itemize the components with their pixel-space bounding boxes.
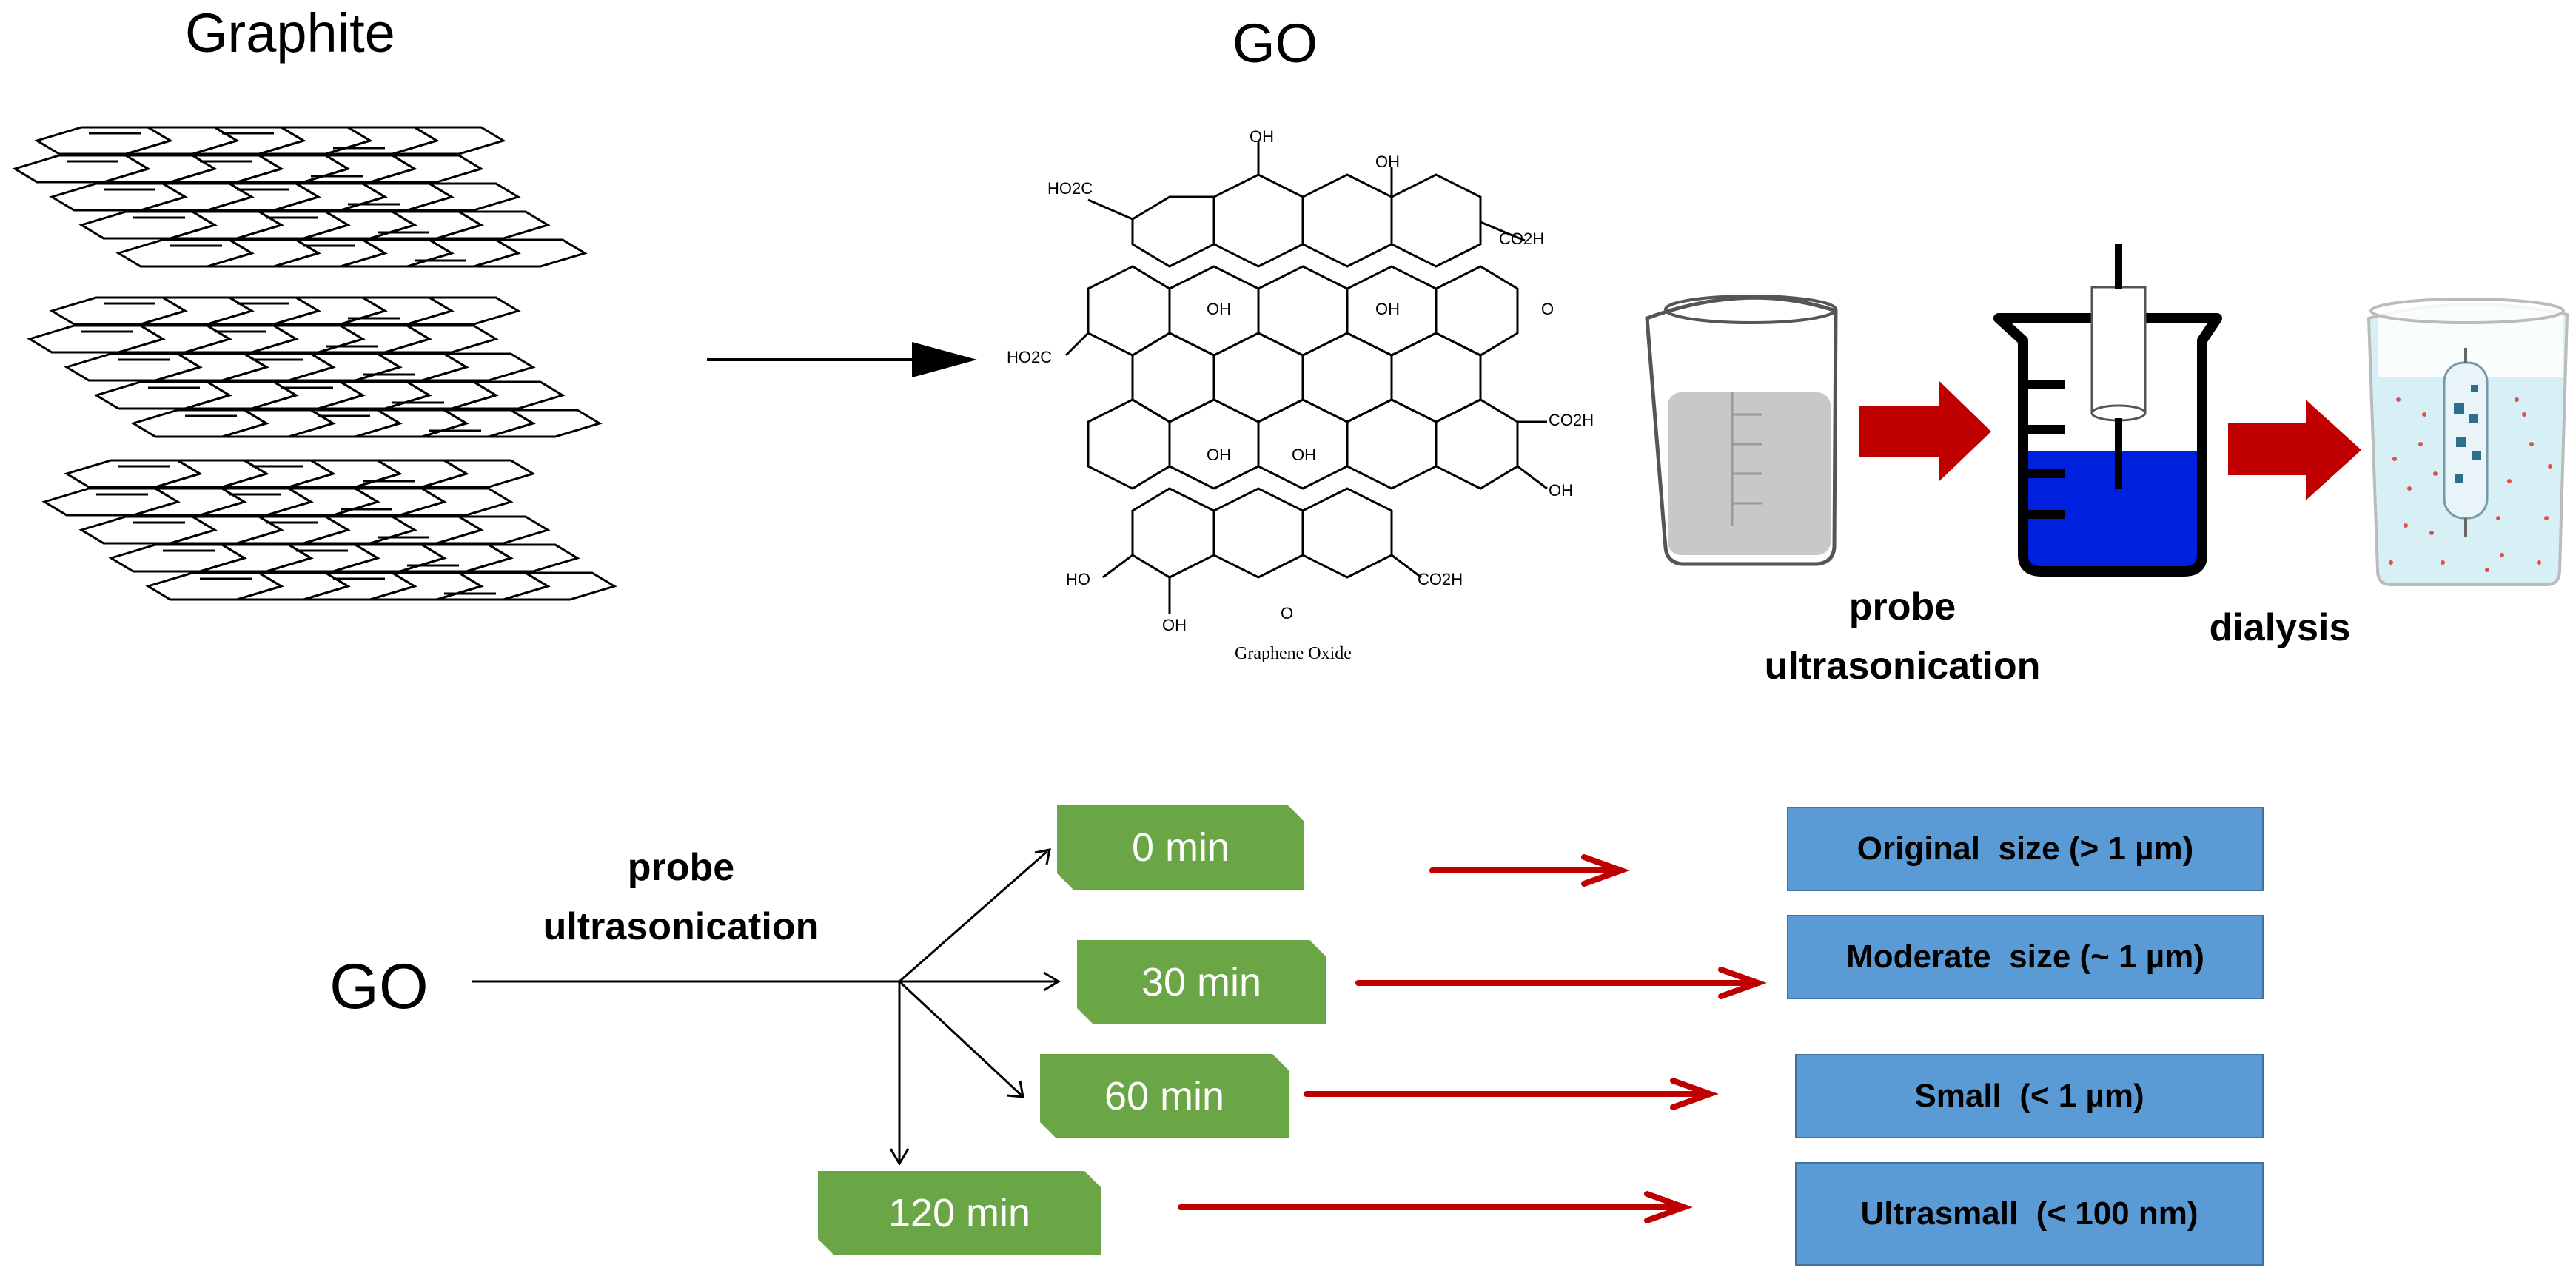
probe-label-bottom-line2: ultrasonication [543, 905, 819, 948]
red-arrow-2 [2228, 400, 2361, 500]
time-box-30-min: 30 min [1077, 940, 1326, 1024]
graphene-oxide-caption: Graphene Oxide [1235, 644, 1352, 663]
chem-oh-5: OH [1207, 446, 1231, 464]
arrow-graphite-to-go [707, 342, 977, 377]
chem-oh-4: OH [1375, 300, 1400, 318]
size-box-ultrasmall: Ultrasmall (< 100 nm) [1795, 1162, 2264, 1266]
graphite-title: Graphite [185, 2, 395, 64]
probe-label-top-line1: probe [1848, 585, 1956, 628]
size-box-small: Small (< 1 µm) [1795, 1054, 2264, 1138]
chem-co2h-1: CO2H [1499, 229, 1544, 248]
chem-oh-6: OH [1292, 446, 1316, 464]
beaker-dialysis-illustration [2367, 298, 2569, 586]
graphite-sheet-2 [30, 298, 600, 437]
beaker-probe-sonication-illustration [1993, 244, 2222, 577]
chem-oh-3: OH [1207, 300, 1231, 318]
time-box-60-min: 60 min [1040, 1054, 1289, 1138]
chem-epoxide-o-2: O [1281, 604, 1293, 622]
chem-oh-1: OH [1250, 127, 1274, 146]
chem-ho-1: HO [1066, 570, 1090, 588]
bottom-branch-arrows [472, 848, 1061, 1166]
chem-oh-2: OH [1375, 152, 1400, 171]
time-box-120-min: 120 min [818, 1171, 1101, 1255]
chem-co2h-2: CO2H [1549, 411, 1594, 429]
time-box-0-min: 0 min [1057, 805, 1304, 890]
chem-ho2c-1: HO2C [1047, 179, 1093, 198]
graphite-sheet-1 [15, 127, 585, 266]
graphene-oxide-structure [1064, 141, 1548, 614]
size-box-moderate: Moderate size (~ 1 µm) [1787, 915, 2264, 999]
chem-co2h-3: CO2H [1418, 570, 1463, 588]
bottom-red-arrows [1178, 854, 1767, 1223]
chem-oh-8: OH [1162, 616, 1187, 634]
go-label-bottom: GO [329, 951, 429, 1022]
go-title: GO [1232, 13, 1318, 74]
probe-label-bottom-line1: probe [627, 846, 735, 889]
chem-epoxide-o-1: O [1541, 300, 1554, 318]
chem-ho2c-2: HO2C [1007, 348, 1052, 366]
graphite-sheet-3 [44, 460, 614, 600]
chem-oh-7: OH [1549, 481, 1573, 500]
dialysis-label: dialysis [2209, 606, 2351, 649]
beaker-gray-illustration [1645, 295, 1838, 566]
size-box-original: Original size (> 1 µm) [1787, 807, 2264, 891]
probe-label-top-line2: ultrasonication [1764, 645, 2041, 688]
red-arrow-1 [1859, 381, 1991, 481]
